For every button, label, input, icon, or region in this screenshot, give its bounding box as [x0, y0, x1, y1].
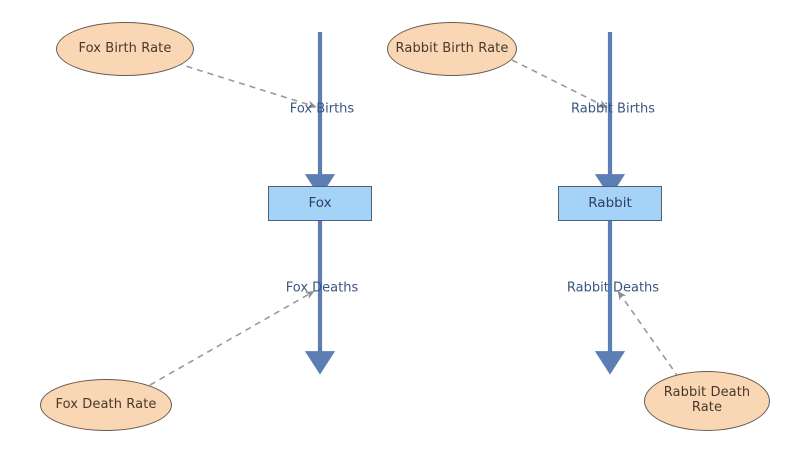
variable-rabbit-birth-rate[interactable]: Rabbit Birth Rate — [387, 22, 517, 76]
variable-label: Fox Death Rate — [55, 396, 157, 412]
flow-label-rabbit-deaths[interactable]: Rabbit Deaths — [566, 280, 660, 296]
link-rabbit-birth-rate-to-rabbit-births — [511, 59, 608, 108]
stock-label: Rabbit — [588, 194, 632, 211]
variable-fox-birth-rate[interactable]: Fox Birth Rate — [56, 22, 194, 76]
flow-label-fox-deaths[interactable]: Fox Deaths — [285, 280, 359, 296]
variable-rabbit-death-rate[interactable]: Rabbit Death Rate — [644, 371, 770, 431]
variable-fox-death-rate[interactable]: Fox Death Rate — [40, 379, 172, 431]
stock-fox[interactable]: Fox — [268, 186, 372, 221]
flow-label-rabbit-births[interactable]: Rabbit Births — [570, 101, 656, 117]
link-rabbit-death-rate-to-rabbit-deaths — [617, 290, 680, 379]
link-fox-birth-rate-to-fox-births — [175, 62, 317, 109]
link-fox-death-rate-to-fox-deaths — [149, 291, 315, 386]
variable-label: Rabbit Death Rate — [663, 385, 751, 415]
stock-rabbit[interactable]: Rabbit — [558, 186, 662, 221]
variable-label: Fox Birth Rate — [78, 40, 172, 56]
flow-label-fox-births[interactable]: Fox Births — [289, 101, 355, 117]
variable-label: Rabbit Birth Rate — [395, 40, 509, 56]
stock-label: Fox — [308, 194, 332, 211]
